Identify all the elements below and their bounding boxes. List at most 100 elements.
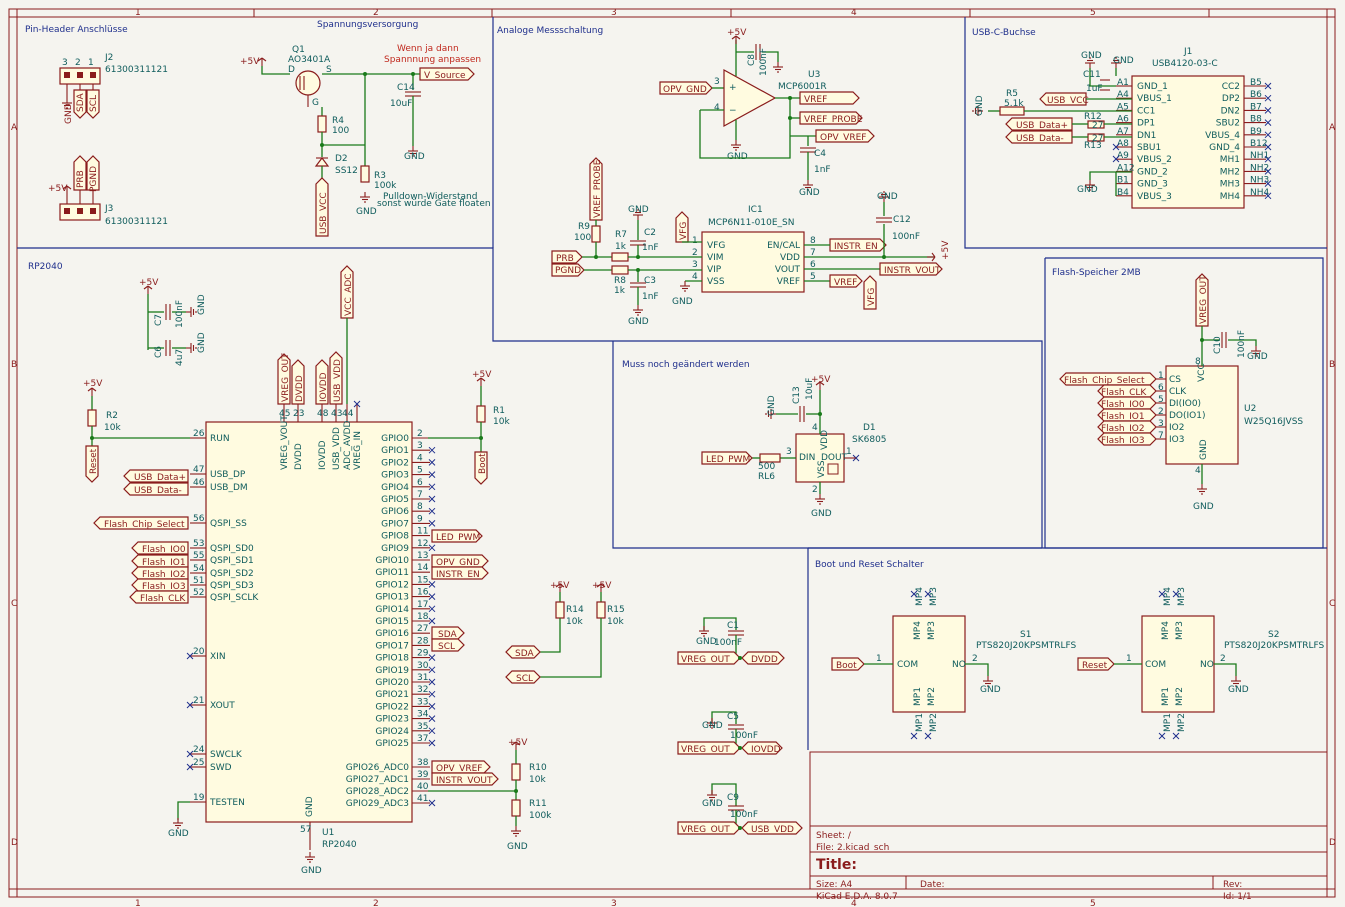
switch-s1[interactable]: COM NO MP4 MP3 MP1 MP2 MP4 MP3 MP1 MP2 S… (831, 587, 1077, 740)
svg-text:S1: S1 (1020, 630, 1031, 640)
label-boot-rp: Boot (478, 453, 488, 474)
opamp-u3[interactable]: OPV_GND +− 34 +5V C8 100nF U3 MCP6001R G… (659, 28, 875, 198)
u1-pin-number: 5 (417, 466, 423, 476)
flash-u2[interactable]: U2 W25Q16JVSS CS1CLK6DI(IO0)5DO(IO1)2IO2… (1059, 273, 1303, 512)
u1-pin-number: 48 (317, 409, 329, 419)
svg-text:+5V: +5V (240, 57, 260, 67)
u1-pin-number: 47 (193, 465, 204, 475)
u1-pin-name: SWD (210, 763, 232, 773)
svg-text:GND: GND (727, 152, 748, 162)
svg-text:−: − (729, 106, 737, 116)
ruler-col-label: 4 (851, 899, 857, 907)
u1-pin-number: 34 (417, 710, 429, 720)
svg-text:Flash_IO2: Flash_IO2 (1101, 424, 1145, 434)
svg-text:100nF: 100nF (175, 300, 185, 328)
decoupling-c7-c6[interactable]: +5V GND C7 100nF GND C6 4u7 (139, 278, 207, 366)
svg-text:2: 2 (75, 58, 81, 68)
svg-text:R1: R1 (493, 406, 505, 416)
ruler-col-label: 3 (611, 8, 617, 18)
svg-text:GND: GND (197, 332, 207, 353)
u1-pin-number: 8 (417, 502, 423, 512)
u1-pin-name: GPIO11 (375, 568, 409, 578)
u1-pin-name: GPIO19 (375, 666, 409, 676)
u1-pin-number: 43 (331, 409, 342, 419)
tb-size: Size: A4 (816, 880, 853, 890)
j1-pin-number: B7 (1250, 102, 1262, 112)
svg-text:MP2: MP2 (927, 687, 937, 706)
svg-text:GND: GND (64, 103, 74, 124)
u1-pin-number: 6 (417, 478, 423, 488)
svg-text:1: 1 (88, 58, 94, 68)
boot-pullup-r1[interactable]: +5V R1 10k Boot (428, 370, 510, 485)
j1-pin-number: A5 (1117, 102, 1129, 112)
svg-text:GND: GND (628, 205, 649, 215)
ruler-col-label: 5 (1090, 899, 1096, 907)
svg-text:RP2040: RP2040 (322, 840, 357, 850)
tb-id: Id: 1/1 (1223, 892, 1252, 902)
j1-pin-number: NH2 (1250, 163, 1269, 173)
adc-divider-r10-r11[interactable]: +5V R10 10k R11 100k GND (428, 738, 552, 852)
u1-pin-name: GPIO10 (375, 556, 409, 566)
u1-pin-number: 12 (417, 539, 428, 549)
j1-pin-name: GND_1 (1137, 82, 1168, 92)
led-d1[interactable]: DIN DOUT VDD VSS 3 1 2 4 D1 SK6805 500 R… (701, 375, 887, 519)
svg-text:MP3: MP3 (1177, 587, 1187, 606)
reset-pullup-r2[interactable]: +5V R2 10k Reset (83, 379, 190, 483)
instr-amp-ic1[interactable]: IC1 MCP6N11-010E_SN VFG1VIM2VIP3VSS4EN/C… (672, 191, 951, 310)
svg-text:MCP6001R: MCP6001R (778, 82, 827, 92)
regulator-caps[interactable]: GND C1 100nF VREG_OUT DVDD GND C5 100nF … (677, 617, 803, 835)
svg-text:+5V: +5V (811, 375, 831, 385)
svg-text:USB_Data-: USB_Data- (134, 486, 182, 496)
svg-text:VFG: VFG (867, 288, 877, 306)
u2-pin-number: 6 (1158, 383, 1164, 393)
u1-pin-name: GPIO24 (375, 727, 409, 737)
u1-pin-number: 35 (417, 722, 428, 732)
tb-rev: Rev: (1223, 880, 1242, 890)
svg-text:LED_PWM: LED_PWM (436, 533, 480, 543)
input-filter[interactable]: VREF_PROBE R9 100 PRB PGND R7 1k R8 1k G… (551, 157, 702, 327)
svg-text:D1: D1 (863, 423, 876, 433)
i2c-pullups[interactable]: +5V R14 10k SDA +5V R15 10k SCL (505, 581, 625, 684)
j1-pin-number: B6 (1250, 90, 1262, 100)
svg-text:J3: J3 (104, 204, 113, 214)
label-usb-vcc-q1: USB_VCC (319, 192, 329, 234)
u1-pin-number: 30 (417, 661, 429, 671)
svg-text:R12: R12 (1084, 112, 1102, 122)
j1-pin-name: MH3 (1220, 180, 1240, 190)
j1-pin-name: DP1 (1137, 119, 1155, 129)
svg-text:+5V: +5V (139, 278, 159, 288)
svg-text:R9: R9 (578, 222, 590, 232)
u1-pin-number: 32 (417, 685, 428, 695)
u1-pin-name: QSPI_SD3 (210, 581, 254, 591)
svg-text:PTS820J20KPSMTRLFS: PTS820J20KPSMTRLFS (1224, 641, 1325, 651)
connector-j3[interactable]: PRB PGND +5V J3 61300311121 (48, 155, 168, 227)
u1-pin-name: GPIO9 (381, 544, 409, 554)
svg-text:1k: 1k (614, 286, 626, 296)
svg-text:DIN: DIN (799, 453, 815, 463)
switch-s2[interactable]: COM NO MP4 MP3 MP1 MP2 MP4 MP3 MP1 MP2 S… (1077, 587, 1325, 740)
usb-c-j1[interactable]: J1 USB4120-03-C GND_1A1VBUS_1A4CC1A5DP1A… (972, 47, 1272, 209)
svg-text:GND: GND (672, 297, 693, 307)
u1-pin-number: 52 (193, 588, 204, 598)
rp-left-labels[interactable]: USB_Data+ USB_Data- Flash_Chip_Select Fl… (93, 469, 189, 604)
u1-pin-number: 17 (417, 600, 428, 610)
rp-right-labels[interactable]: LED_PWM OPV_GND INSTR_EN SDA SCL OPV_VRE… (431, 529, 499, 786)
u1-pin-number: 46 (193, 478, 205, 488)
svg-text:VREG_OUT: VREG_OUT (681, 655, 730, 665)
j1-pin-number: A9 (1117, 151, 1129, 161)
svg-text:C9: C9 (727, 793, 739, 803)
svg-text:R4: R4 (332, 116, 344, 126)
u2-pin-name: IO2 (1169, 423, 1184, 433)
u1-pin-number: 28 (417, 636, 429, 646)
svg-text:USB_VDD: USB_VDD (751, 825, 794, 835)
j1-pin-number: NH3 (1250, 176, 1269, 186)
u1-pin-name: GPIO28_ADC2 (346, 787, 409, 797)
svg-text:VDD: VDD (820, 430, 830, 450)
label-prb-analog: PRB (556, 254, 574, 264)
j1-pin-name: VBUS_4 (1205, 131, 1240, 141)
j1-pin-number: B1 (1117, 176, 1129, 186)
